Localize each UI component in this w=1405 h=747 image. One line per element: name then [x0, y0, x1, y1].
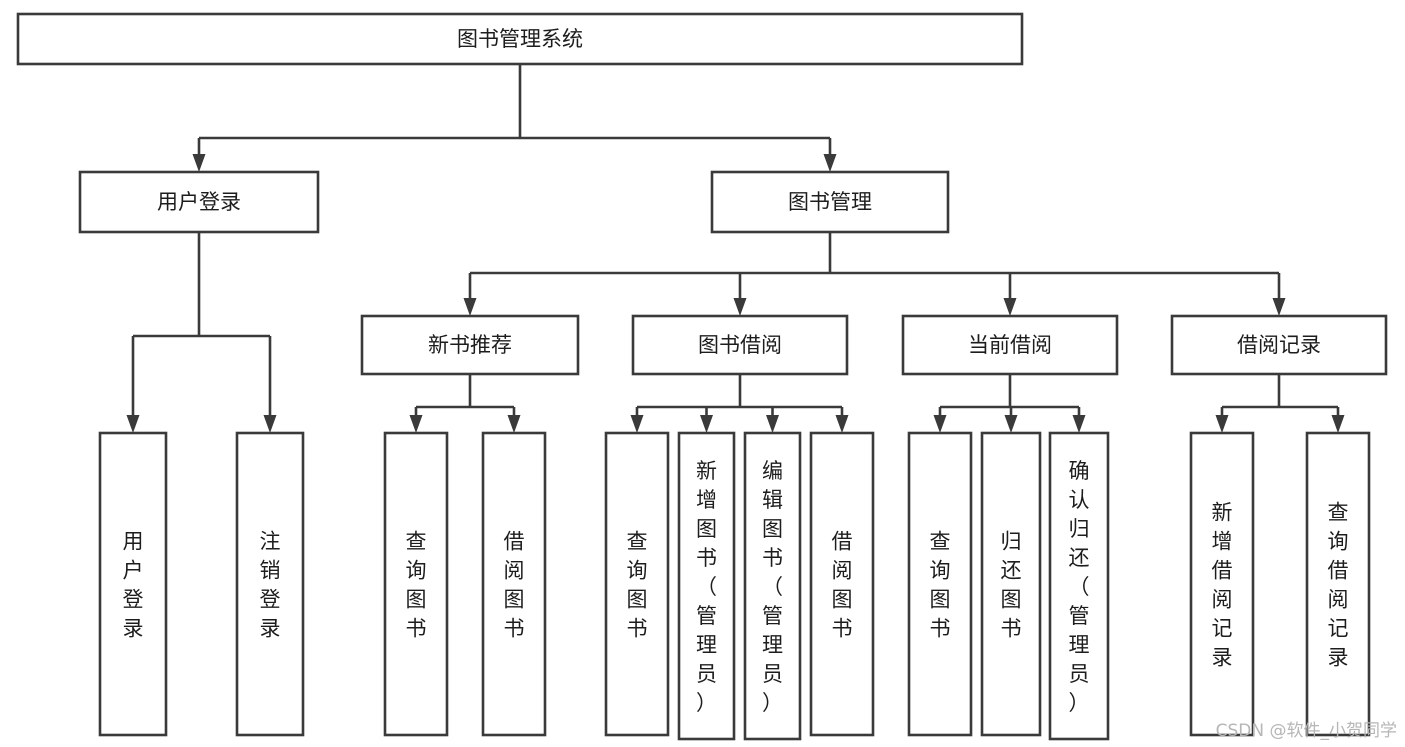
node-leaf-2-查询图书[interactable]: 查询图书: [383, 431, 449, 737]
node-leaf-7-借阅图书-box: [809, 431, 875, 737]
node-leaf-1-注销登录-box: [235, 431, 305, 737]
node-leaf-5-新增图书-管理员-label: 新增图书（管理员）: [696, 459, 717, 715]
node-leaf-0-用户登录-box: [98, 431, 168, 737]
node-leaf-6-编辑图书-管理员[interactable]: 编辑图书（管理员）: [743, 431, 802, 741]
node-level3-借阅记录[interactable]: 借阅记录: [1170, 314, 1388, 376]
node-leaf-1-注销登录-label: 注销登录: [260, 530, 281, 641]
level3-0-to-leaves-branch-1-arrowhead-icon: [507, 415, 521, 433]
level3-2-to-leaves-branch-0-arrowhead-icon: [933, 415, 947, 433]
node-level3-当前借阅-box: [901, 314, 1119, 376]
node-level3-新书推荐[interactable]: 新书推荐: [360, 314, 580, 376]
level3-2-to-leaves-branch-1-arrowhead-icon: [1004, 415, 1018, 433]
node-level3-新书推荐-label: 新书推荐: [428, 333, 512, 357]
root-to-level2-branch-1-arrowhead-icon: [823, 154, 837, 172]
node-leaf-6-编辑图书-管理员-label: 编辑图书（管理员）: [762, 459, 783, 715]
bookmgmt-to-level3-branch-1-arrowhead-icon: [733, 298, 747, 316]
node-level3-图书借阅-box: [631, 314, 849, 376]
node-leaf-9-归还图书-label: 归还图书: [1001, 530, 1022, 641]
node-leaf-0-用户登录[interactable]: 用户登录: [98, 431, 168, 737]
node-level2-图书管理[interactable]: 图书管理: [710, 170, 950, 234]
connector-layer: [126, 64, 1345, 433]
node-leaf-8-查询图书-label: 查询图书: [930, 530, 951, 641]
node-leaf-5-新增图书-管理员[interactable]: 新增图书（管理员）: [677, 431, 736, 741]
node-level3-借阅记录-box: [1170, 314, 1388, 376]
node-level2-用户登录[interactable]: 用户登录: [78, 170, 320, 234]
level3-3-to-leaves-branch-0-arrowhead-icon: [1215, 415, 1229, 433]
level3-2-to-leaves-branch-2-arrowhead-icon: [1072, 415, 1086, 433]
node-leaf-8-查询图书-box: [907, 431, 973, 737]
bookmgmt-to-level3-branch-0-arrowhead-icon: [463, 298, 477, 316]
node-leaf-8-查询图书[interactable]: 查询图书: [907, 431, 973, 737]
node-leaf-5-新增图书-管理员-box: [677, 431, 736, 741]
node-leaf-2-查询图书-box: [383, 431, 449, 737]
node-level3-图书借阅[interactable]: 图书借阅: [631, 314, 849, 376]
node-leaf-3-借阅图书[interactable]: 借阅图书: [481, 431, 547, 737]
node-leaf-12-查询借阅记录-box: [1305, 431, 1371, 737]
bookmgmt-to-level3-branch-2-arrowhead-icon: [1003, 298, 1017, 316]
userlogin-to-leaves-branch-0-arrowhead-icon: [126, 415, 140, 433]
node-leaf-4-查询图书-box: [604, 431, 670, 737]
level3-3-to-leaves-branch-1-arrowhead-icon: [1331, 415, 1345, 433]
node-leaf-3-借阅图书-box: [481, 431, 547, 737]
node-root-图书管理系统-label: 图书管理系统: [457, 27, 583, 51]
bookmgmt-to-level3-branch-3-arrowhead-icon: [1272, 298, 1286, 316]
node-leaf-10-确认归还-管理员-label: 确认归还（管理员）: [1069, 459, 1090, 715]
level3-0-to-leaves-branch-0-arrowhead-icon: [409, 415, 423, 433]
node-leaf-10-确认归还-管理员[interactable]: 确认归还（管理员）: [1048, 431, 1110, 741]
node-level2-用户登录-box: [78, 170, 320, 234]
node-leaf-2-查询图书-label: 查询图书: [406, 530, 427, 641]
node-leaf-12-查询借阅记录-label: 查询借阅记录: [1328, 501, 1349, 670]
node-level3-新书推荐-box: [360, 314, 580, 376]
level3-1-to-leaves-branch-3-arrowhead-icon: [835, 415, 849, 433]
node-leaf-7-借阅图书[interactable]: 借阅图书: [809, 431, 875, 737]
node-level2-图书管理-label: 图书管理: [788, 190, 872, 214]
node-root-图书管理系统[interactable]: 图书管理系统: [16, 12, 1024, 66]
node-leaf-10-确认归还-管理员-box: [1048, 431, 1110, 741]
node-leaf-12-查询借阅记录[interactable]: 查询借阅记录: [1305, 431, 1371, 737]
node-root-图书管理系统-box: [16, 12, 1024, 66]
level3-1-to-leaves-branch-1-arrowhead-icon: [700, 415, 713, 433]
node-leaf-7-借阅图书-label: 借阅图书: [832, 530, 853, 641]
node-leaf-11-新增借阅记录-label: 新增借阅记录: [1212, 501, 1233, 670]
node-leaf-9-归还图书[interactable]: 归还图书: [980, 431, 1042, 737]
node-leaf-11-新增借阅记录-box: [1189, 431, 1255, 737]
root-to-level2-branch-0-arrowhead-icon: [192, 154, 206, 172]
node-leaf-11-新增借阅记录[interactable]: 新增借阅记录: [1189, 431, 1255, 737]
node-leaf-1-注销登录[interactable]: 注销登录: [235, 431, 305, 737]
node-level3-图书借阅-label: 图书借阅: [698, 333, 782, 357]
level3-1-to-leaves-branch-2-arrowhead-icon: [766, 415, 779, 433]
node-leaf-9-归还图书-box: [980, 431, 1042, 737]
node-leaf-6-编辑图书-管理员-box: [743, 431, 802, 741]
node-leaf-0-用户登录-label: 用户登录: [123, 530, 144, 641]
node-leaf-4-查询图书-label: 查询图书: [627, 530, 648, 641]
node-layer: 图书管理系统用户登录图书管理新书推荐图书借阅当前借阅借阅记录用户登录注销登录查询…: [16, 12, 1388, 741]
userlogin-to-leaves-branch-1-arrowhead-icon: [263, 415, 277, 433]
node-level3-借阅记录-label: 借阅记录: [1237, 333, 1321, 357]
level3-1-to-leaves-branch-0-arrowhead-icon: [630, 415, 644, 433]
node-leaf-3-借阅图书-label: 借阅图书: [504, 530, 525, 641]
node-level2-用户登录-label: 用户登录: [157, 190, 241, 214]
node-level2-图书管理-box: [710, 170, 950, 234]
node-level3-当前借阅-label: 当前借阅: [968, 333, 1052, 357]
node-level3-当前借阅[interactable]: 当前借阅: [901, 314, 1119, 376]
node-leaf-4-查询图书[interactable]: 查询图书: [604, 431, 670, 737]
